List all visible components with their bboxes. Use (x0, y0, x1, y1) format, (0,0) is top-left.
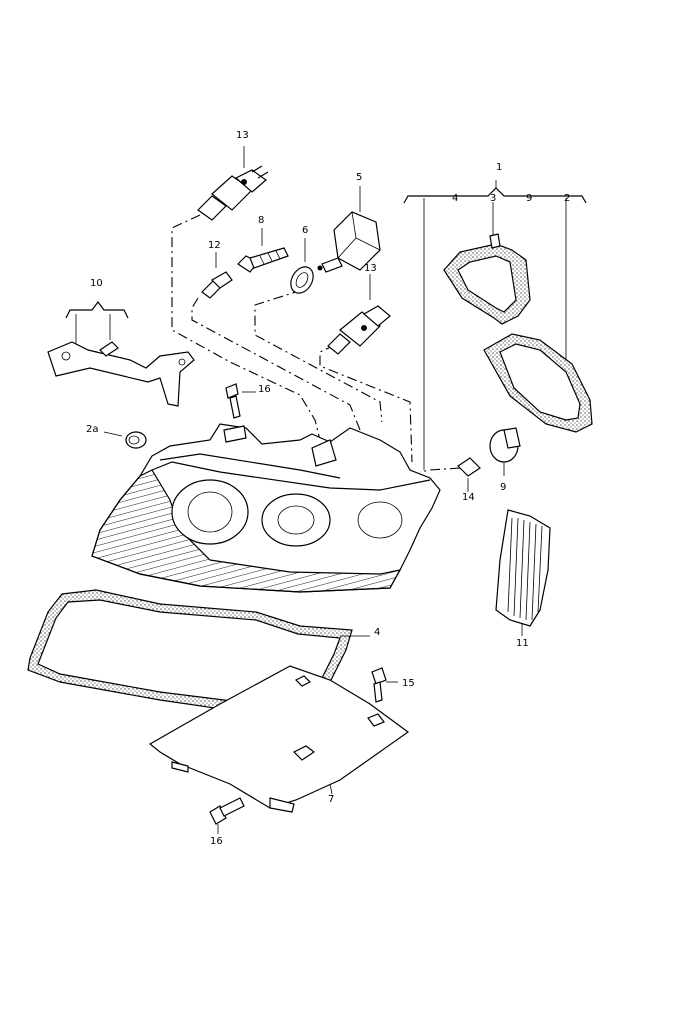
callout-10: 10 (90, 278, 103, 289)
callout-1: 1 (496, 162, 502, 173)
callout-16-upper: 16 (258, 384, 271, 395)
cover-cap-2-and-9 (483, 333, 593, 433)
callout-5: 5 (356, 172, 362, 183)
screw-16-upper (225, 383, 256, 419)
assembly-leader-lines (171, 214, 461, 473)
grommet-2a (103, 431, 147, 449)
callout-4-gasket: 4 (374, 627, 380, 638)
group-bracket-1 (403, 180, 587, 470)
callout-16-lower: 16 (210, 836, 223, 847)
callout-9-bulb: 9 (500, 482, 506, 493)
callout-3: 3 (490, 193, 496, 204)
callout-11: 11 (516, 638, 529, 649)
headlight-housing (91, 423, 441, 593)
reflector-11 (495, 509, 551, 636)
callout-9-group: 9 (526, 193, 532, 204)
callout-15: 15 (402, 678, 415, 689)
callout-4-group: 4 (452, 193, 458, 204)
callout-8: 8 (258, 215, 264, 226)
callout-14: 14 (462, 492, 475, 503)
callout-12: 12 (208, 240, 221, 251)
cover-cap-4-and-3 (443, 233, 531, 325)
screw-15 (371, 667, 398, 703)
socket-8 (237, 228, 289, 273)
screw-16-lower (209, 797, 245, 834)
callout-2a: 2a (86, 424, 99, 435)
callout-labels: 13 1 5 4 3 9 2 8 6 12 13 10 16 2a 9 14 4… (86, 130, 570, 847)
small-bulb-12 (201, 252, 233, 299)
mounting-bracket-10 (47, 301, 195, 407)
callout-13-top: 13 (236, 130, 249, 141)
callout-7: 7 (328, 794, 334, 805)
h7-bulb-13-mid (327, 274, 391, 355)
retaining-ring-6 (290, 238, 314, 294)
callout-6: 6 (302, 225, 308, 236)
cover-plate-7 (148, 665, 410, 813)
bulb-9-and-holder-14 (457, 427, 521, 492)
callout-13-mid: 13 (364, 263, 377, 274)
callout-2: 2 (564, 193, 570, 204)
adjuster-motor-5 (317, 186, 381, 273)
h7-bulb-13-top (197, 146, 269, 221)
